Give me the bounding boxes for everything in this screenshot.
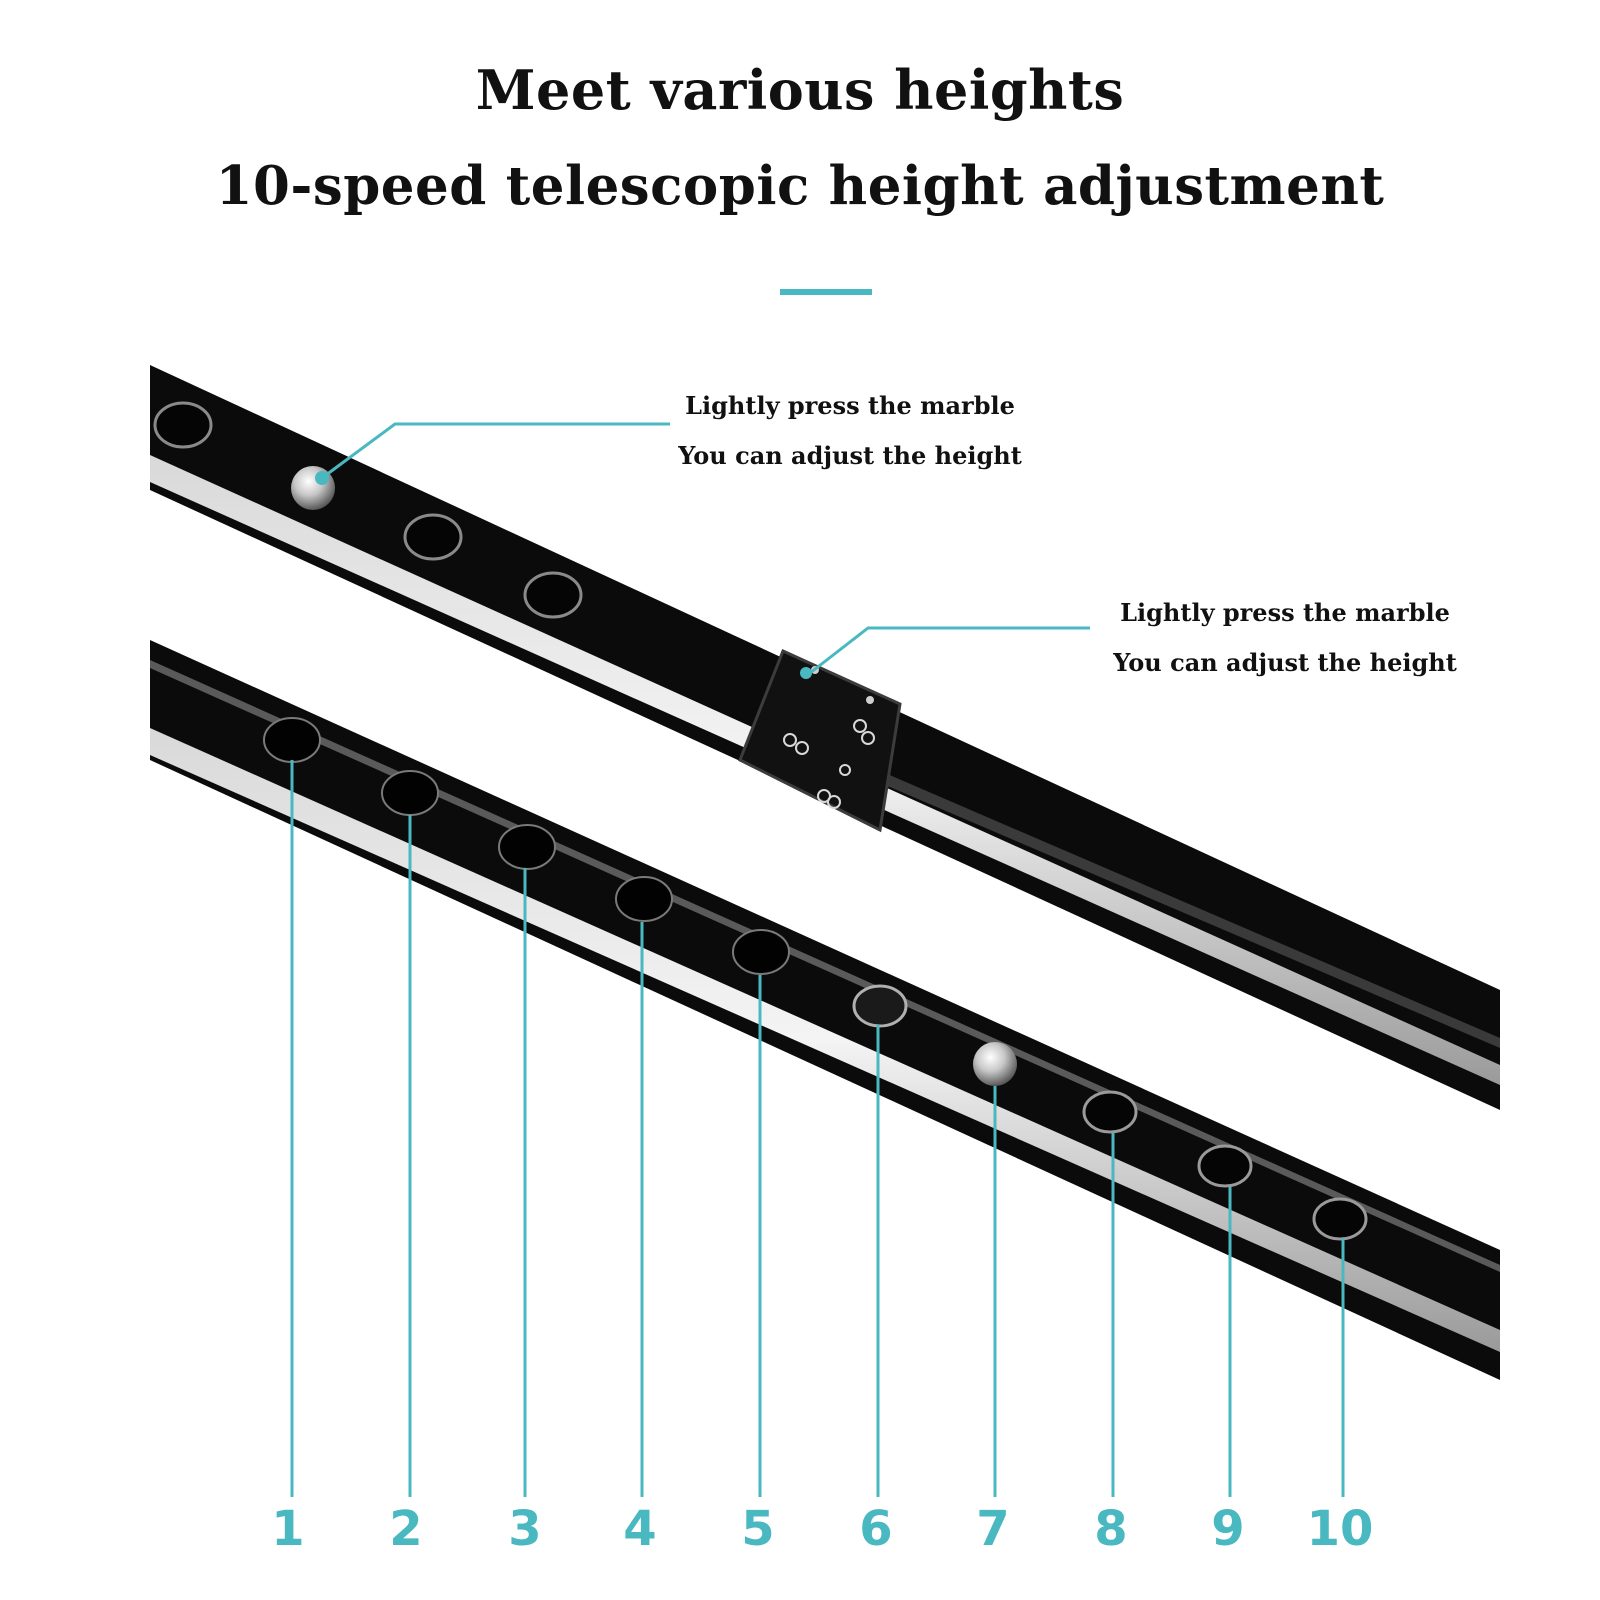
callout-leader-2 bbox=[809, 626, 1090, 675]
position-number-2: 2 bbox=[389, 1501, 423, 1557]
position-number-6: 6 bbox=[859, 1501, 893, 1557]
callout-collar-marble: Lightly press the marble You can adjust … bbox=[1105, 588, 1465, 688]
callout-upper-line2: You can adjust the height bbox=[678, 441, 1022, 470]
headline-primary: Meet various heights bbox=[475, 58, 1125, 122]
callout-leader-1 bbox=[321, 422, 670, 480]
position-number-5: 5 bbox=[741, 1501, 775, 1557]
callout-upper-marble: Lightly press the marble You can adjust … bbox=[670, 381, 1030, 481]
upper-pole-holes bbox=[153, 401, 583, 619]
accent-divider bbox=[780, 289, 872, 295]
position-number-9: 9 bbox=[1211, 1501, 1245, 1557]
lower-pole-holes bbox=[263, 717, 1368, 1241]
position-number-8: 8 bbox=[1094, 1501, 1128, 1557]
position-number-1: 1 bbox=[271, 1501, 305, 1557]
headline-secondary: 10-speed telescopic height adjustment bbox=[215, 155, 1385, 217]
position-number-4: 4 bbox=[623, 1501, 657, 1557]
callout-collar-line1: Lightly press the marble bbox=[1120, 598, 1450, 627]
marble-button-collar[interactable] bbox=[800, 667, 812, 679]
position-number-3: 3 bbox=[508, 1501, 542, 1557]
callout-collar-line2: You can adjust the height bbox=[1113, 648, 1457, 677]
position-number-7: 7 bbox=[976, 1501, 1010, 1557]
marble-button-lower[interactable] bbox=[973, 1042, 1017, 1086]
callout-upper-line1: Lightly press the marble bbox=[685, 391, 1015, 420]
position-marker-lines bbox=[290, 760, 1345, 1497]
callout-anchor-1 bbox=[315, 471, 329, 485]
connector-collar bbox=[738, 648, 902, 833]
lower-pole bbox=[150, 640, 1500, 1380]
position-number-10: 10 bbox=[1306, 1501, 1374, 1557]
